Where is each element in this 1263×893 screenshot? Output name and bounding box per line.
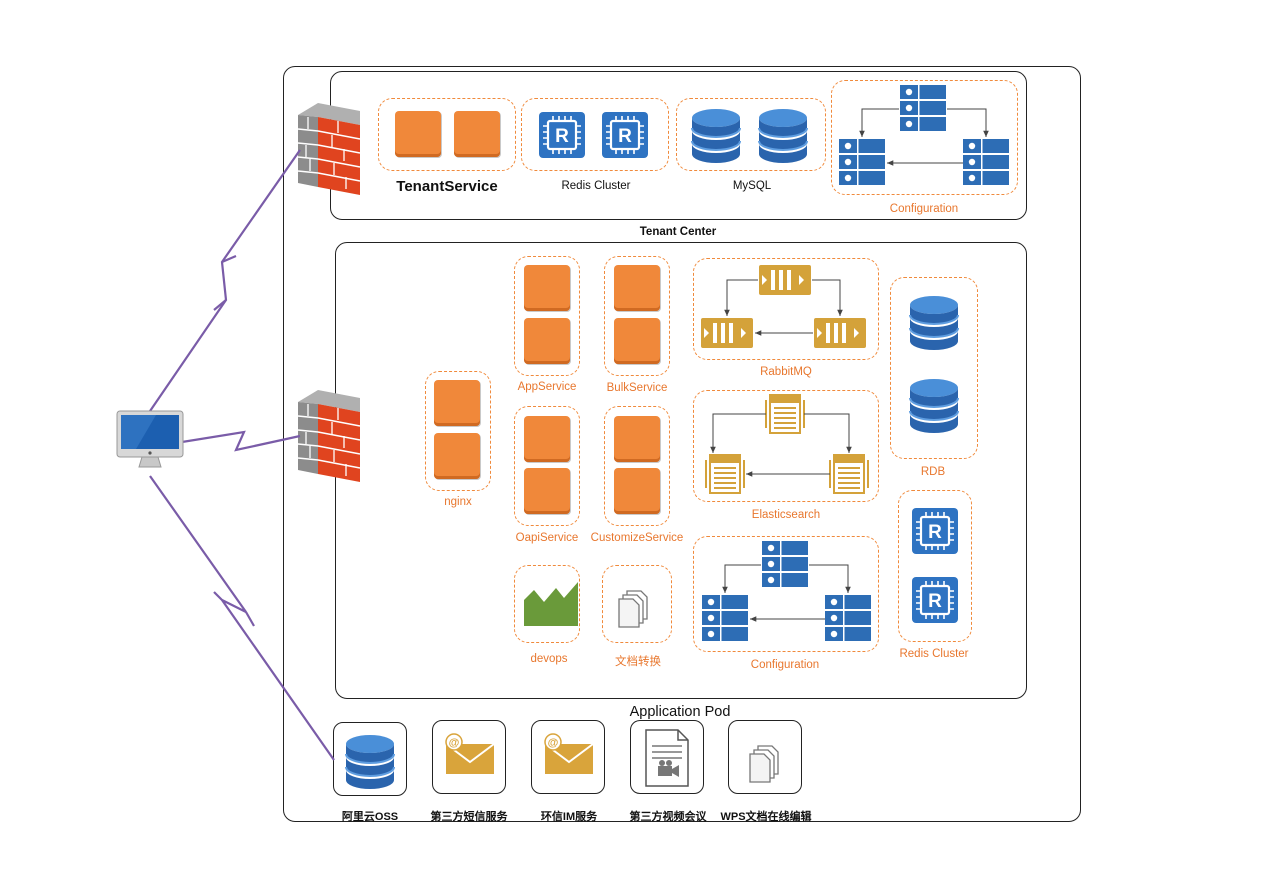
tenant-center-label: Tenant Center <box>639 226 717 238</box>
tenant-service-group <box>378 98 516 171</box>
oapiservice-instance-1 <box>524 416 570 462</box>
rdb-label: RDB <box>920 466 946 478</box>
tenant-redis-group <box>521 98 669 171</box>
appservice-instance-2 <box>524 318 570 364</box>
outer-frame <box>283 66 1081 822</box>
tenant-service-label: TenantService <box>396 178 498 195</box>
appservice-instance-1 <box>524 265 570 311</box>
external-service-label: 第三方视频会议 <box>629 811 707 823</box>
bulkservice-instance-1 <box>614 265 660 311</box>
external-service-label: WPS文档在线编辑 <box>720 811 812 823</box>
external-service-label: 阿里云OSS <box>341 811 399 823</box>
nginx-instance-2 <box>434 433 480 479</box>
oapiservice-instance-2 <box>524 468 570 514</box>
pod-redis-group <box>898 490 972 642</box>
elasticsearch-group <box>693 390 879 502</box>
doc-convert-group <box>602 565 672 643</box>
rabbitmq-label: RabbitMQ <box>760 366 812 378</box>
computer-icon <box>116 410 184 468</box>
bulkservice-group <box>604 256 670 376</box>
devops-icon <box>524 582 578 626</box>
mysql-label: MySQL <box>732 180 772 192</box>
tenant-redis-label: Redis Cluster <box>561 180 631 192</box>
nginx-group <box>425 371 491 491</box>
tenant-configuration-label: Configuration <box>889 203 959 215</box>
rabbitmq-group <box>693 258 879 360</box>
pod-configuration-group <box>693 536 879 652</box>
tenant-service-instance-2 <box>454 111 500 157</box>
document-video-icon <box>645 729 689 787</box>
bulkservice-label: BulkService <box>606 382 668 394</box>
customizeservice-group <box>604 406 670 526</box>
external-service-label: 环信IM服务 <box>540 811 598 823</box>
external-service-label: 第三方短信服务 <box>430 811 508 823</box>
appservice-group <box>514 256 580 376</box>
mysql-group <box>676 98 826 171</box>
customizeservice-label: CustomizeService <box>590 532 684 544</box>
customizeservice-instance-2 <box>614 468 660 514</box>
devops-group <box>514 565 580 643</box>
tenant-service-instance-1 <box>395 111 441 157</box>
tenant-configuration-group <box>831 80 1018 195</box>
doc-convert-label: 文档转换 <box>615 656 661 668</box>
rdb-group <box>890 277 978 459</box>
bulkservice-instance-2 <box>614 318 660 364</box>
pod-configuration-label: Configuration <box>750 659 820 671</box>
customizeservice-instance-1 <box>614 416 660 462</box>
nginx-label: nginx <box>444 496 472 508</box>
appservice-label: AppService <box>517 381 577 393</box>
elasticsearch-label: Elasticsearch <box>751 509 821 521</box>
devops-label: devops <box>530 653 568 665</box>
application-pod-label: Application Pod <box>629 704 731 720</box>
oapiservice-group <box>514 406 580 526</box>
nginx-instance-1 <box>434 380 480 426</box>
pod-redis-label: Redis Cluster <box>899 648 969 660</box>
oapiservice-label: OapiService <box>515 532 579 544</box>
